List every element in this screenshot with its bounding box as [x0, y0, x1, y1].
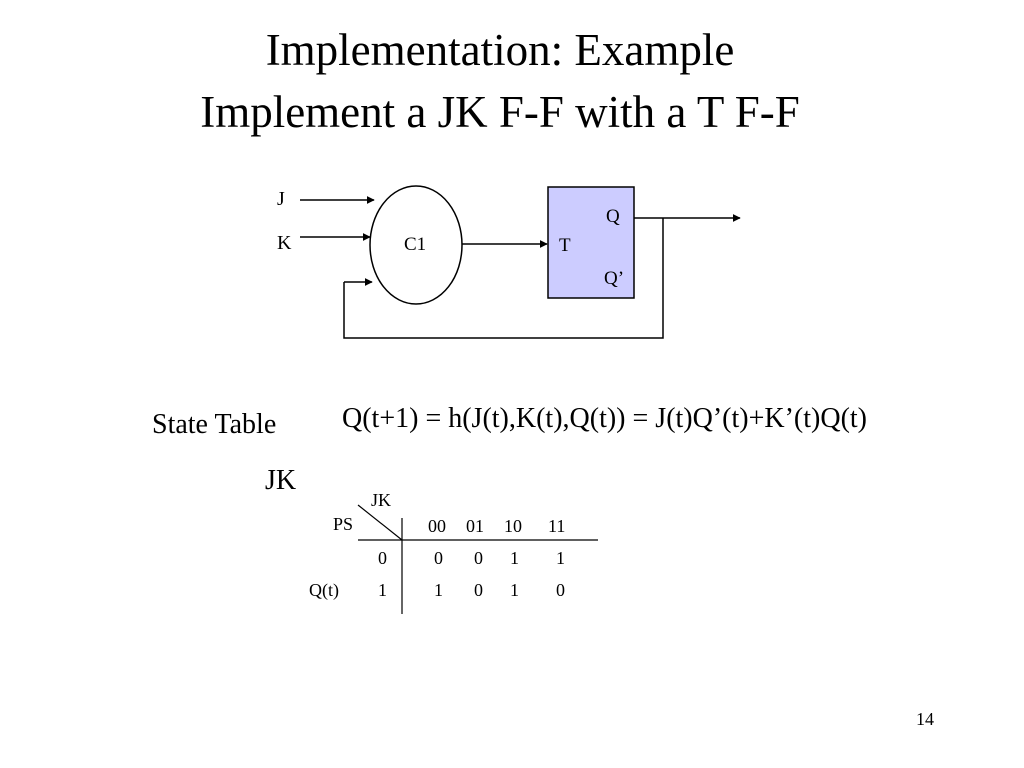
- table-column-header: 01: [466, 516, 484, 536]
- table-column-header: 10: [504, 516, 522, 536]
- table-corner-diagonal: [357, 504, 403, 541]
- table-column-header: 00: [428, 516, 446, 536]
- state-table-label: State Table: [152, 409, 277, 440]
- table-cell: 1: [510, 548, 519, 568]
- table-cell: 0: [474, 548, 483, 568]
- jk-outer-label: JK: [265, 465, 297, 496]
- c1-block: [369, 185, 463, 305]
- input-k-label: K: [277, 232, 292, 254]
- table-column-header: 11: [548, 516, 565, 536]
- slide-title-line-2: Implement a JK F-F with a T F-F: [200, 87, 800, 137]
- q-output-label: Q: [606, 206, 620, 227]
- table-cell: 0: [556, 580, 565, 600]
- next-state-equation: Q(t+1) = h(J(t),K(t),Q(t)) = J(t)Q’(t)+K…: [342, 403, 867, 434]
- table-row-ps: 0: [378, 548, 387, 568]
- table-cell: 0: [434, 548, 443, 568]
- table-corner-jk: JK: [371, 490, 391, 510]
- table-cell: 1: [510, 580, 519, 600]
- table-cell: 0: [474, 580, 483, 600]
- page-number: 14: [916, 709, 934, 729]
- slide-title-line-1: Implementation: Example: [265, 25, 735, 75]
- t-flip-flop: [547, 186, 635, 299]
- t-input-label: T: [559, 235, 571, 256]
- table-cell: 1: [556, 548, 565, 568]
- q-bar-output-label: Q’: [604, 268, 624, 289]
- input-j-label: J: [277, 188, 285, 210]
- table-corner-ps: PS: [333, 514, 353, 534]
- table-row-axis-label: Q(t): [309, 580, 339, 601]
- table-row-ps: 1: [378, 580, 387, 600]
- c1-label: C1: [404, 234, 426, 255]
- table-cell: 1: [434, 580, 443, 600]
- feedback-wire: [343, 218, 664, 339]
